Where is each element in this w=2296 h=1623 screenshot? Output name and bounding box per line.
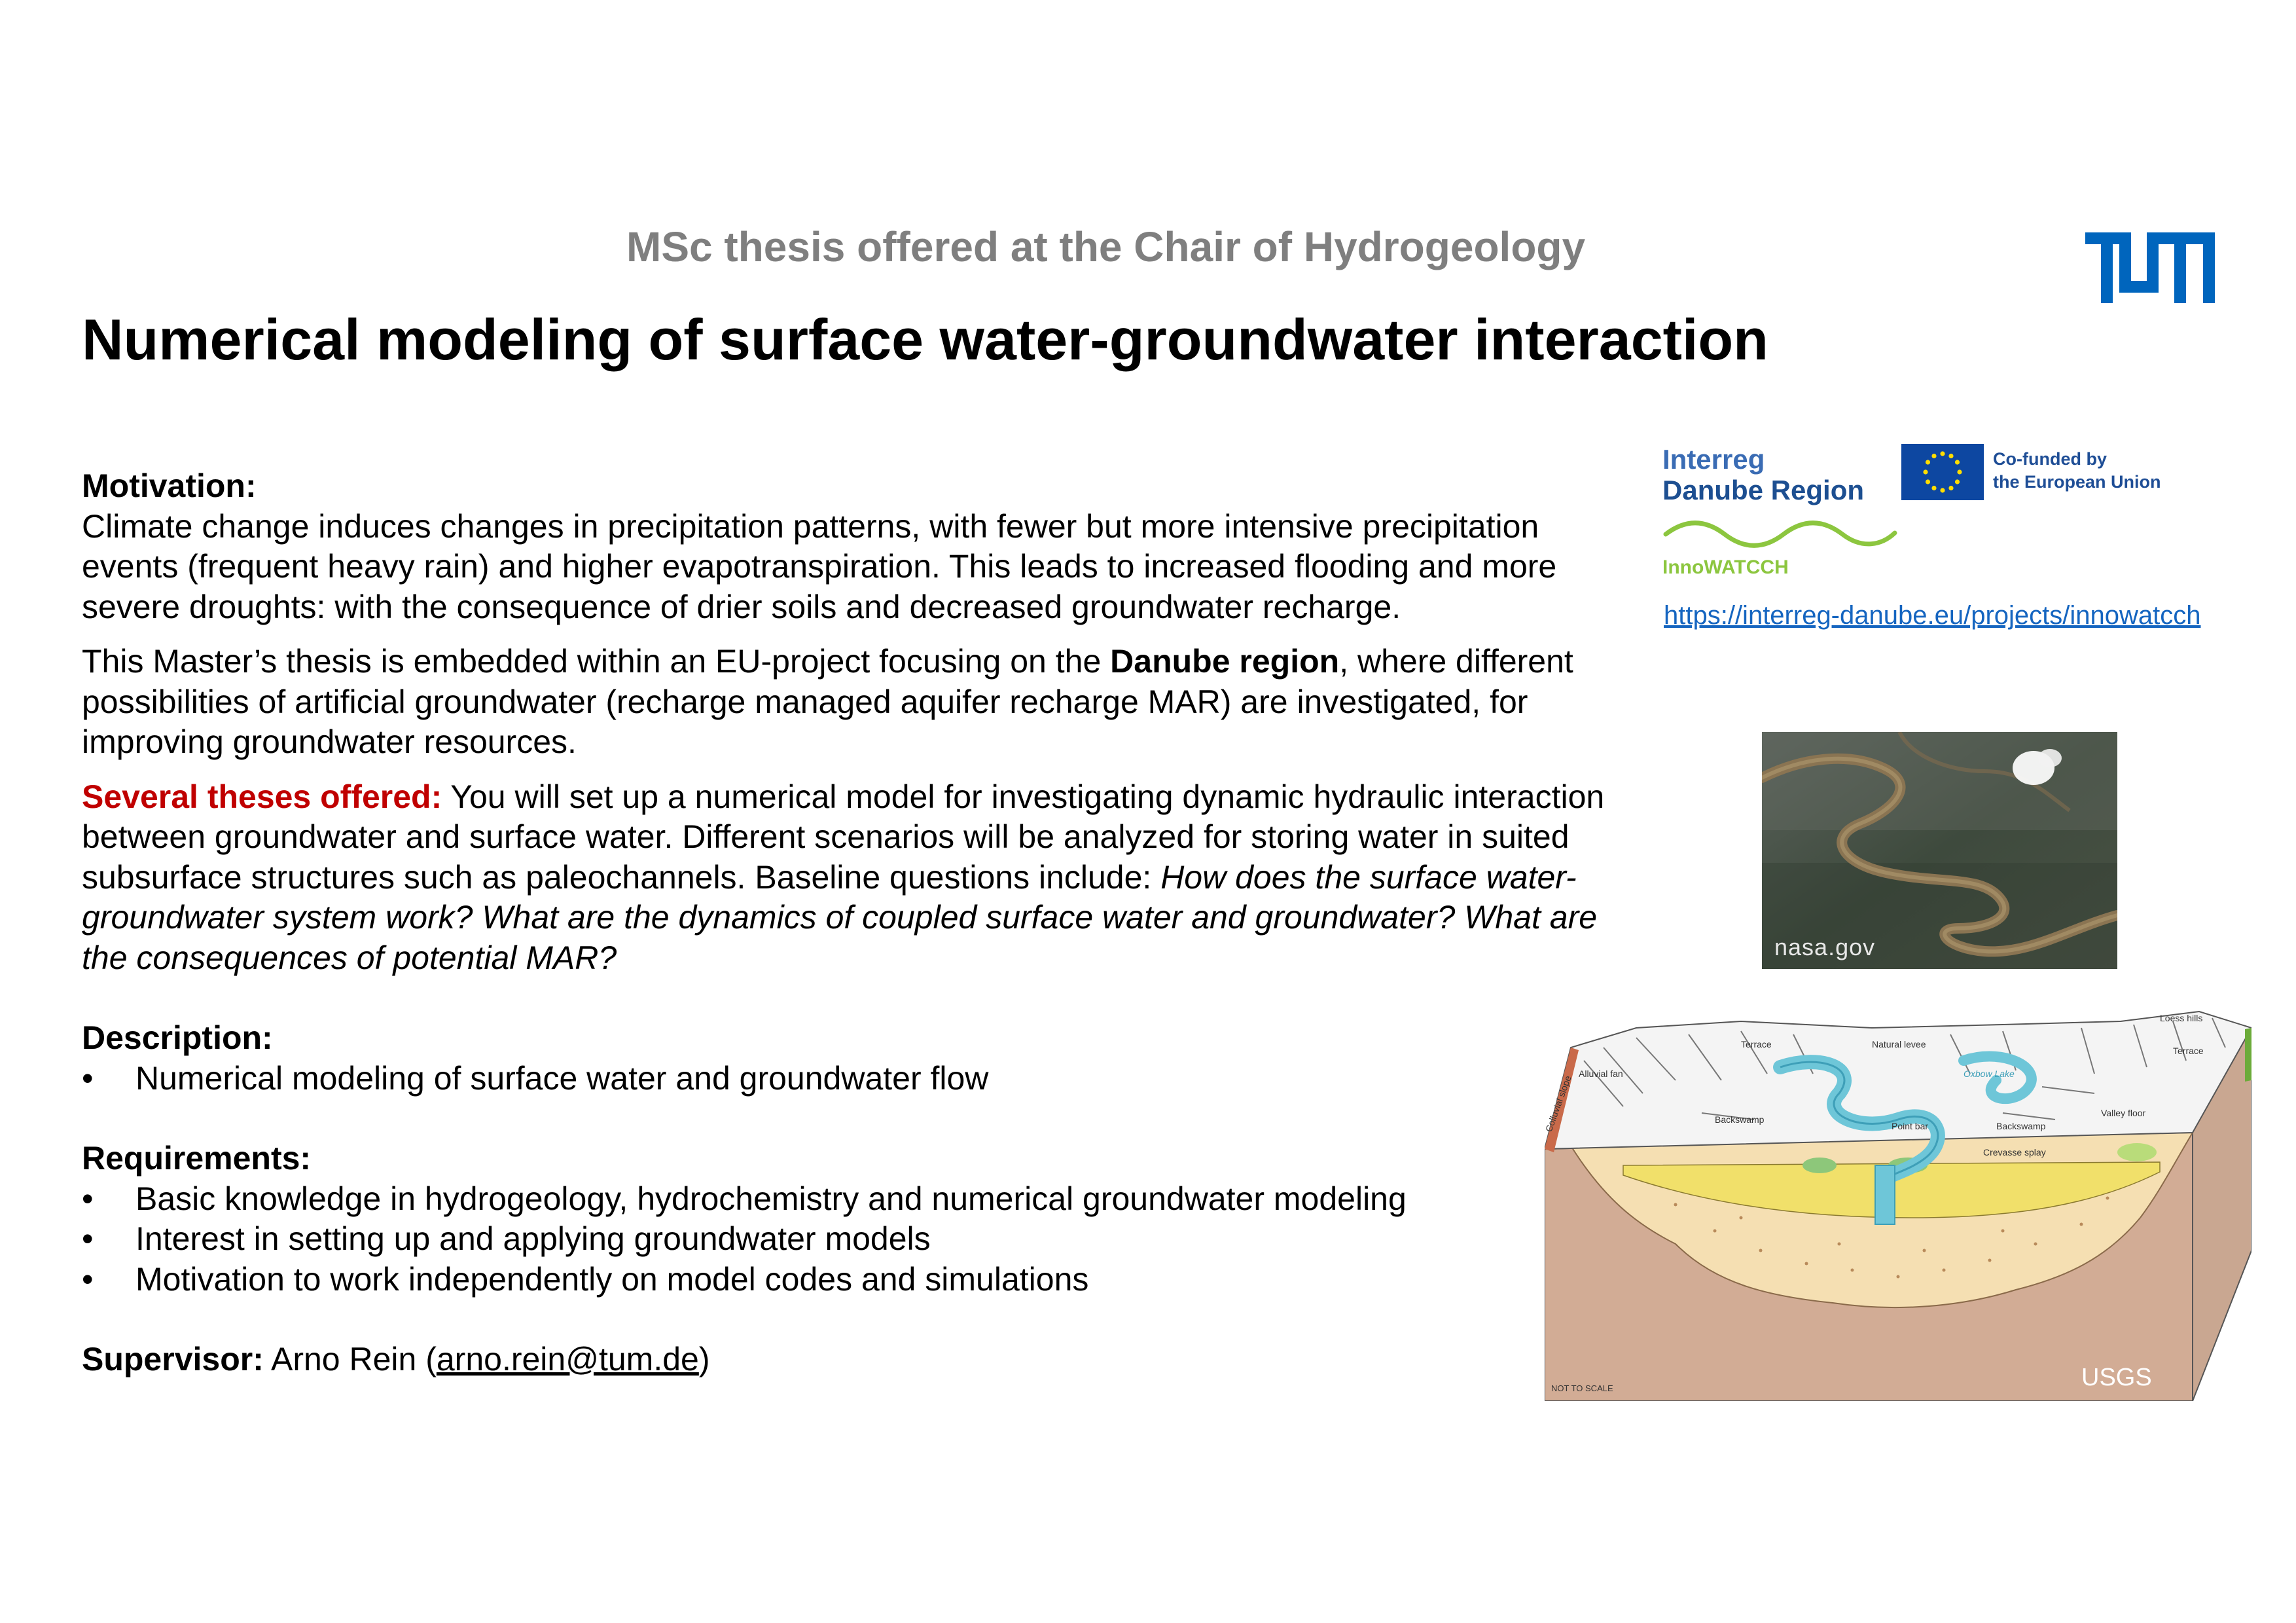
several-theses-label: Several theses offered:	[82, 778, 442, 815]
eu-cofunded-text: Co-funded by the European Union	[1993, 449, 2161, 492]
terrace-right-label: Terrace	[2173, 1046, 2204, 1056]
partner-logos: Interreg Danube Region Co-funded by the …	[1662, 444, 2179, 581]
diagram-credit: USGS	[2081, 1364, 2152, 1391]
terrace-left-label: Terrace	[1741, 1039, 1772, 1049]
danube-region-logo-text: Danube Region	[1662, 475, 1865, 505]
alluvial-fan-label: Alluvial fan	[1579, 1068, 1623, 1079]
backswamp-left-label: Backswamp	[1715, 1114, 1765, 1125]
oxbow-lake-label: Oxbow Lake	[1964, 1068, 2015, 1079]
natural-levee-label: Natural levee	[1872, 1039, 1926, 1049]
main-content: Motivation: Climate change induces chang…	[82, 466, 1640, 1380]
supervisor-name: Arno Rein (	[263, 1341, 437, 1377]
motivation-paragraph-1: Climate change induces changes in precip…	[82, 507, 1557, 625]
crevasse-splay-label: Crevasse splay	[1983, 1147, 2046, 1158]
eu-flag-icon	[1901, 444, 1984, 500]
motivation-paragraph-3: Several theses offered: You will set up …	[82, 778, 1605, 976]
innowatcch-wave-icon	[1663, 520, 1897, 548]
list-item: •Motivation to work independently on mod…	[82, 1260, 1089, 1298]
baseline-questions: How does the surface water-groundwater s…	[82, 858, 1598, 976]
description-list: •Numerical modeling of surface water and…	[82, 1059, 1640, 1099]
not-to-scale-label: NOT TO SCALE	[1551, 1383, 1613, 1393]
tum-logo	[2085, 232, 2215, 303]
list-item: •Numerical modeling of surface water and…	[82, 1059, 989, 1097]
motivation-paragraph-2: This Master’s thesis is embedded within …	[82, 643, 1573, 760]
valley-floor-label: Valley floor	[2101, 1108, 2146, 1118]
list-item: •Basic knowledge in hydrogeology, hydroc…	[82, 1180, 1407, 1217]
page-title: Numerical modeling of surface water-grou…	[82, 307, 1768, 372]
danube-region-text: Danube region	[1110, 643, 1340, 680]
supervisor-line: Supervisor: Arno Rein (arno.rein@tum.de)	[82, 1341, 710, 1377]
satellite-river-photo	[1762, 732, 2117, 969]
loess-hills-label: Loess hills	[2160, 1013, 2202, 1023]
innowatcch-logo-text: InnoWATCCH	[1662, 556, 1789, 578]
floodplain-block-diagram: Alluvial fan Colluvial slope Terrace Nat…	[1545, 1010, 2251, 1401]
supervisor-email-link[interactable]: arno.rein@tum.de	[436, 1341, 699, 1377]
description-heading: Description:	[82, 1019, 273, 1056]
motivation-heading: Motivation:	[82, 467, 257, 504]
satellite-credit: nasa.gov	[1774, 934, 1876, 960]
requirements-list: •Basic knowledge in hydrogeology, hydroc…	[82, 1179, 1640, 1300]
interreg-logo-text: Interreg	[1662, 444, 1765, 475]
project-link[interactable]: https://interreg-danube.eu/projects/inno…	[1664, 601, 2201, 630]
supervisor-label: Supervisor:	[82, 1341, 264, 1377]
point-bar-label: Point bar	[1892, 1121, 1928, 1131]
subtitle: MSc thesis offered at the Chair of Hydro…	[626, 223, 1586, 270]
list-item: •Interest in setting up and applying gro…	[82, 1220, 931, 1257]
backswamp-right-label: Backswamp	[1996, 1121, 2046, 1131]
requirements-heading: Requirements:	[82, 1140, 312, 1176]
